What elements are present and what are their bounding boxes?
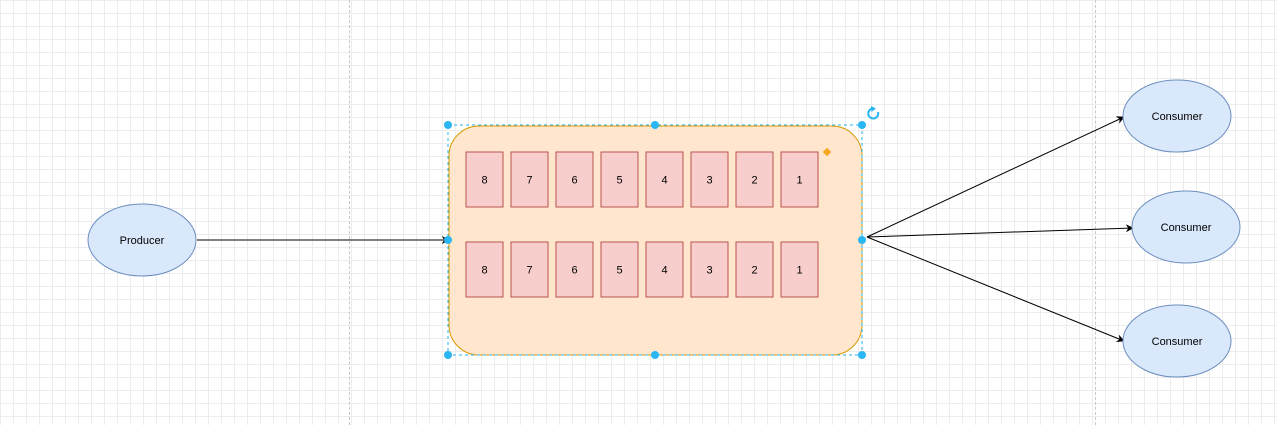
resize-handle-top-right[interactable] [858,121,866,129]
queue-cell[interactable]: 6 [555,241,594,298]
rotate-handle-icon[interactable] [867,106,880,120]
queue-cell-label: 6 [571,175,577,187]
consumer-label: Consumer [1152,336,1203,348]
consumer-ellipse [1131,190,1241,264]
queue-cell-box [465,151,504,208]
queue-cell[interactable]: 4 [645,241,684,298]
queue-cell-label: 1 [796,175,802,187]
queue-cell-box [645,241,684,298]
queue-cell-label: 5 [616,175,622,187]
queue-cell-box [645,151,684,208]
queue-cell-label: 5 [616,265,622,277]
edge-queue-to-consumer-3[interactable] [866,236,1125,343]
resize-handle-middle-right[interactable] [858,236,866,244]
queue-cell[interactable]: 3 [690,241,729,298]
queue-cell-box [780,241,819,298]
resize-handle-top-left[interactable] [444,121,452,129]
queue-cell[interactable]: 8 [465,241,504,298]
queue-cell-label: 4 [661,175,667,187]
queue-cell-box [690,241,729,298]
consumer-label: Consumer [1152,111,1203,123]
resize-handle-bottom-left[interactable] [444,351,452,359]
queue-cell[interactable]: 2 [735,241,774,298]
queue-cell[interactable]: 1 [780,151,819,208]
edge-queue-to-consumer-1[interactable] [866,116,1125,238]
queue-cell[interactable]: 5 [600,151,639,208]
queue-cell-box [510,241,549,298]
queue-row-1: 8 7 6 5 4 3 2 1 [465,151,819,208]
queue-cell-box [735,241,774,298]
queue-cell-label: 8 [481,265,487,277]
queue-cell[interactable]: 6 [555,151,594,208]
queue-cell-label: 2 [751,175,757,187]
queue-cell-box [690,151,729,208]
selection-overlay [444,106,880,359]
queue-cell[interactable]: 5 [600,241,639,298]
consumer-ellipse [1122,79,1232,153]
queue-cell-label: 6 [571,265,577,277]
page-break-line-left [349,0,350,425]
queue-cell-box [510,151,549,208]
queue-cell-box [465,241,504,298]
queue-cell[interactable]: 4 [645,151,684,208]
queue-cell-label: 2 [751,265,757,277]
queue-cell[interactable]: 7 [510,241,549,298]
queue-row-2: 8 7 6 5 4 3 2 1 [465,241,819,298]
queue-cell-box [780,151,819,208]
queue-cell-box [555,151,594,208]
edge-queue-to-consumer-2[interactable] [866,224,1134,238]
consumer-node-2[interactable]: Consumer [1131,190,1241,264]
queue-cell-box [600,151,639,208]
queue-cell-label: 8 [481,175,487,187]
producer-label: Producer [120,235,165,247]
consumer-node-1[interactable]: Consumer [1122,79,1232,153]
queue-cell-label: 7 [526,265,532,277]
resize-handle-top-center[interactable] [651,121,659,129]
queue-cell-box [600,241,639,298]
consumer-node-3[interactable]: Consumer [1122,304,1232,378]
producer-node[interactable]: Producer [87,203,197,277]
queue-cell-label: 4 [661,265,667,277]
queue-cell-label: 1 [796,265,802,277]
consumer-ellipse [1122,304,1232,378]
queue-cell-box [555,241,594,298]
queue-cell[interactable]: 7 [510,151,549,208]
resize-handle-middle-left[interactable] [444,236,452,244]
queue-cell[interactable]: 3 [690,151,729,208]
page-break-line-right [1095,0,1096,425]
queue-cell-label: 3 [706,175,712,187]
resize-handle-bottom-right[interactable] [858,351,866,359]
queue-cell-label: 3 [706,265,712,277]
producer-ellipse [87,203,197,277]
consumer-label: Consumer [1161,222,1212,234]
queue-cell-label: 7 [526,175,532,187]
queue-cell-box [735,151,774,208]
resize-handle-bottom-center[interactable] [651,351,659,359]
queue-cell[interactable]: 8 [465,151,504,208]
queue-cell[interactable]: 2 [735,151,774,208]
queue-cell[interactable]: 1 [780,241,819,298]
